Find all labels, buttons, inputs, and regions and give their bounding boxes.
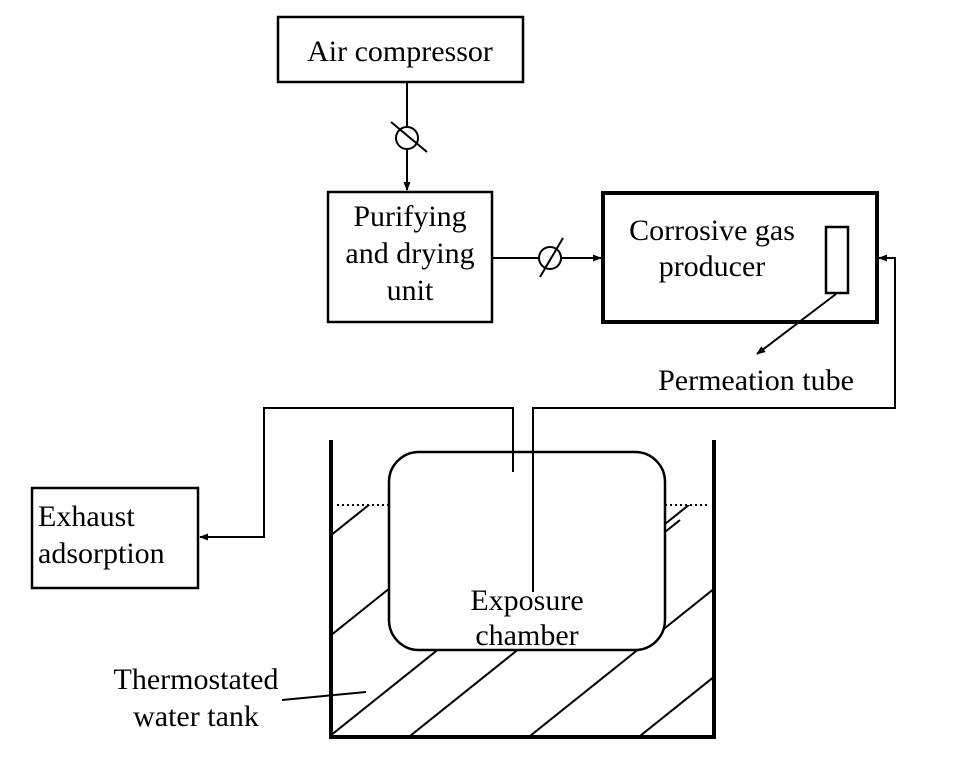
tank-label-line2: water tank (133, 700, 259, 733)
valve-icon (395, 126, 419, 150)
air-compressor-label: Air compressor (307, 35, 493, 68)
exposure-chamber-block: Exposure chamber (387, 450, 667, 652)
chamber-to-exhaust-pipe (199, 407, 514, 541)
water-tank-callout: Thermostated water tank (114, 663, 367, 733)
purifying-label-line1: Purifying (353, 200, 466, 233)
exhaust-label-line1: Exhaust (38, 500, 135, 533)
exposure-label-line2: chamber (475, 619, 578, 652)
permeation-tube-callout: Permeation tube (658, 293, 854, 397)
permeation-tube-shape (824, 225, 850, 295)
tank-leader-line (281, 691, 367, 701)
exposure-label-line1: Exposure (470, 584, 583, 617)
tank-label-line1: Thermostated (114, 663, 279, 696)
air-compressor-block: Air compressor (276, 15, 525, 84)
corrosive-gas-producer-block: Corrosive gas producer (601, 191, 879, 324)
tank-walls (329, 440, 716, 739)
compressor-to-purifier-pipe (390, 82, 428, 191)
purifier-to-producer-pipe (492, 237, 602, 278)
valve-icon (538, 246, 562, 270)
purifying-drying-unit-box (326, 190, 494, 324)
purifying-label-line3: unit (387, 274, 434, 307)
exhaust-adsorption-block: Exhaust adsorption (30, 486, 200, 590)
exhaust-adsorption-box (30, 486, 200, 590)
exposure-chamber-box (387, 450, 667, 652)
corrosive-label-line2: producer (659, 250, 766, 283)
corrosive-label-line1: Corrosive gas (629, 214, 795, 247)
purifying-drying-unit-block: Purifying and drying unit (326, 190, 494, 324)
air-compressor-box (276, 15, 525, 84)
permeation-tube-label: Permeation tube (658, 364, 854, 397)
purifying-label-line2: and drying (345, 237, 474, 270)
exhaust-label-line2: adsorption (38, 537, 165, 570)
